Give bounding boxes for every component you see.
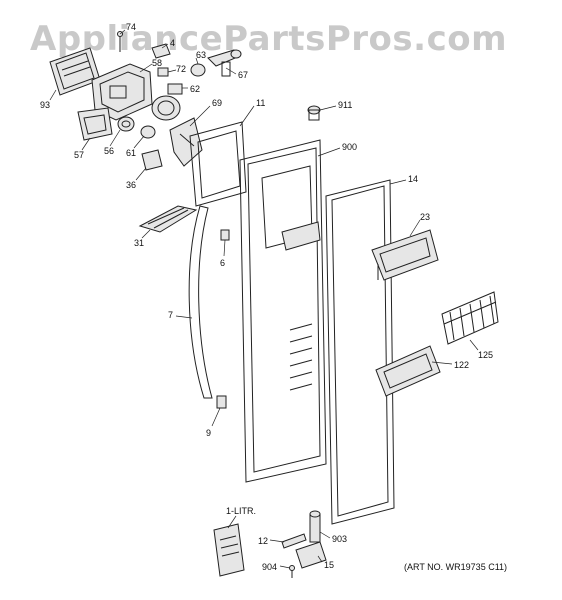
part-903-bushing[interactable] (309, 510, 321, 543)
part-14-gasket[interactable] (325, 179, 395, 525)
part-15-hinge-bracket[interactable] (295, 541, 327, 569)
label-62: 62 (190, 84, 200, 94)
part-62-switch[interactable] (167, 83, 183, 95)
part-125-wire-basket[interactable] (441, 291, 499, 345)
part-4-clip[interactable] (151, 43, 171, 59)
label-1-litr: 1-LITR. (226, 506, 256, 516)
label-57: 57 (74, 150, 84, 160)
label-9: 9 (206, 428, 211, 438)
part-6-plug[interactable] (220, 229, 230, 241)
part-63-motor[interactable] (190, 63, 206, 77)
label-7: 7 (168, 310, 173, 320)
part-67-bracket[interactable] (207, 49, 242, 77)
art-number: (ART NO. WR19735 C11) (404, 562, 507, 572)
label-72: 72 (176, 64, 186, 74)
label-36: 36 (126, 180, 136, 190)
label-11: 11 (256, 98, 265, 108)
part-61-cam[interactable] (140, 125, 156, 139)
label-125: 125 (478, 350, 493, 360)
part-904-screw[interactable] (289, 565, 295, 579)
part-7-handle[interactable] (188, 205, 213, 399)
label-15: 15 (324, 560, 334, 570)
label-58: 58 (152, 58, 162, 68)
leader-lines (49, 29, 479, 569)
label-56: 56 (104, 146, 114, 156)
part-56-nozzle[interactable] (117, 116, 135, 132)
part-58-dispenser-frame[interactable] (91, 63, 153, 121)
part-57-housing[interactable] (77, 107, 113, 141)
label-911: 911 (338, 100, 352, 110)
part-36-switch[interactable] (141, 149, 163, 171)
label-122: 122 (454, 360, 469, 370)
label-23: 23 (420, 212, 430, 222)
watermark-text: AppliancePartsPros.com (30, 19, 507, 59)
part-31-trim[interactable] (138, 205, 198, 233)
label-31: 31 (134, 238, 144, 248)
label-12: 12 (258, 536, 268, 546)
label-900: 900 (342, 142, 357, 152)
label-6: 6 (220, 258, 225, 268)
label-63: 63 (196, 50, 206, 60)
part-900-door[interactable] (239, 139, 327, 483)
part-911-cap[interactable] (307, 105, 321, 121)
part-literature[interactable] (213, 523, 245, 577)
part-72-bracket[interactable] (157, 67, 169, 77)
label-74: 74 (126, 22, 136, 32)
label-903: 903 (332, 534, 347, 544)
part-122-bin[interactable] (375, 345, 441, 397)
label-904: 904 (262, 562, 277, 572)
label-93: 93 (40, 100, 50, 110)
label-67: 67 (238, 70, 248, 80)
label-14: 14 (408, 174, 418, 184)
part-12-hinge[interactable] (281, 533, 307, 549)
part-9-cap[interactable] (216, 395, 227, 409)
label-61: 61 (126, 148, 136, 158)
label-69: 69 (212, 98, 222, 108)
part-ring[interactable] (151, 95, 181, 121)
part-69-lever[interactable] (169, 117, 203, 167)
label-4: 4 (170, 38, 175, 48)
part-23-door-bin[interactable] (371, 229, 439, 281)
